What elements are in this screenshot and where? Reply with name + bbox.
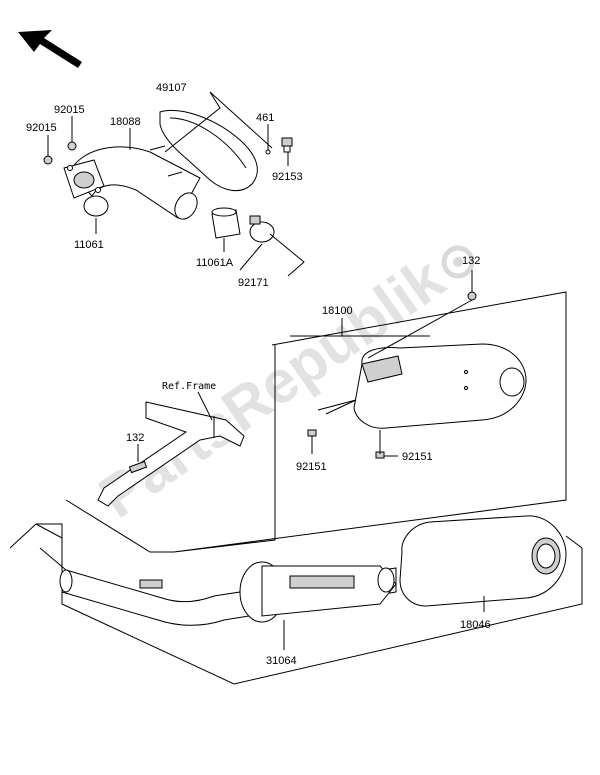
label-ref-frame: Ref.Frame xyxy=(162,381,216,392)
label-31064: 31064 xyxy=(266,655,297,667)
nut-92015-b xyxy=(67,141,77,151)
label-18088: 18088 xyxy=(110,116,141,128)
label-49107: 49107 xyxy=(156,82,187,94)
muffler-18046 xyxy=(399,515,583,607)
label-18100: 18100 xyxy=(322,305,353,317)
clip-461 xyxy=(265,149,271,155)
part-labels: 92015 92015 18088 49107 461 92153 11061 … xyxy=(26,82,491,667)
exhaust-flange xyxy=(63,159,105,199)
nut-92015-a xyxy=(43,155,53,165)
label-92151-right: 92151 xyxy=(402,451,433,463)
sleeve-11061a xyxy=(211,207,241,239)
leader-lines-bottom xyxy=(283,596,485,650)
label-92015-b: 92015 xyxy=(54,104,85,116)
front-direction-arrow-icon xyxy=(18,30,82,68)
bolt-92151-left xyxy=(307,429,317,437)
watermark-gear-icon xyxy=(441,245,475,279)
label-18046: 18046 xyxy=(460,619,491,631)
leader-lines-top xyxy=(47,91,305,277)
assembly-box-bottom xyxy=(9,523,583,685)
leader-lines-frame xyxy=(65,444,174,553)
label-92151-left: 92151 xyxy=(296,461,327,473)
label-92171: 92171 xyxy=(238,277,269,289)
leader-lines-middle xyxy=(311,270,473,457)
label-11061: 11061 xyxy=(74,239,104,251)
frame-bracket xyxy=(97,391,245,507)
label-132-lower: 132 xyxy=(126,432,144,444)
label-132-upper: 132 xyxy=(462,255,480,267)
bolt-92153 xyxy=(281,137,293,153)
label-92015-a: 92015 xyxy=(26,122,57,134)
label-92153: 92153 xyxy=(272,171,303,183)
header-pipe-18088 xyxy=(69,146,201,220)
bolt-132-lower xyxy=(128,460,148,474)
gasket-11061 xyxy=(83,195,109,217)
heat-guard-49107 xyxy=(149,109,258,192)
label-461: 461 xyxy=(256,112,274,124)
clamp-92171 xyxy=(249,215,275,243)
muffler-insert-31064 xyxy=(239,561,397,623)
muffler-18100 xyxy=(353,343,527,429)
label-11061a: 11061A xyxy=(196,257,234,269)
